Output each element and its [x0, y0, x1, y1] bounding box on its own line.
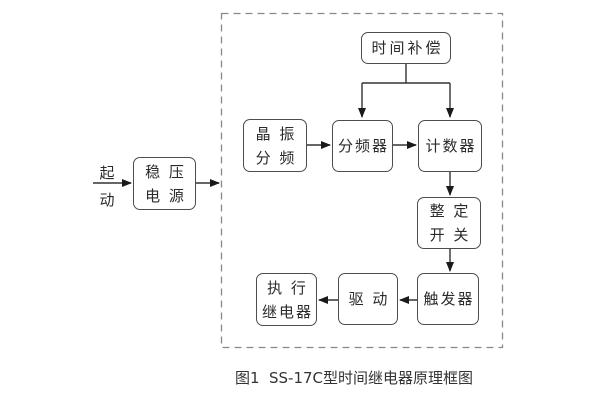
block-power-supply-line1: 稳 压: [145, 162, 186, 181]
block-output-relay: 执 行 继电器: [256, 273, 317, 326]
block-trigger: 触发器: [417, 273, 479, 325]
block-counter: 计数器: [418, 120, 482, 172]
block-output-relay-line1: 执 行: [267, 278, 308, 297]
block-crystal-divider-line1: 晶 振: [255, 124, 297, 143]
start-label-line1: 起: [99, 164, 115, 182]
block-setting-switch-line1: 整 定: [429, 202, 471, 220]
figure-caption: 图1 SS-17C型时间继电器原理框图: [234, 369, 474, 387]
block-frequency-divider: 分频器: [332, 120, 393, 172]
arrow-lines: [93, 64, 454, 304]
block-crystal-divider: 晶 振 分 频: [243, 119, 307, 172]
dashed-enclosure: [220, 12, 504, 349]
block-frequency-divider-label: 分频器: [337, 137, 389, 155]
block-power-supply-line2: 电 源: [145, 186, 186, 205]
block-driver-label: 驱 动: [348, 290, 390, 308]
block-crystal-divider-line2: 分 频: [255, 148, 297, 167]
start-label-line2: 动: [99, 191, 115, 209]
block-trigger-label: 触发器: [423, 290, 475, 308]
block-counter-label: 计数器: [425, 137, 477, 155]
start-signal-label: 起 动: [88, 160, 126, 214]
block-driver: 驱 动: [338, 273, 398, 325]
block-power-supply: 稳 压 电 源: [133, 157, 196, 210]
block-time-compensation: 时间补偿: [361, 32, 451, 64]
block-setting-switch: 整 定 开 关: [417, 197, 481, 249]
block-setting-switch-line2: 开 关: [429, 226, 471, 244]
block-output-relay-line2: 继电器: [261, 302, 313, 321]
block-time-compensation-label: 时间补偿: [371, 39, 444, 57]
